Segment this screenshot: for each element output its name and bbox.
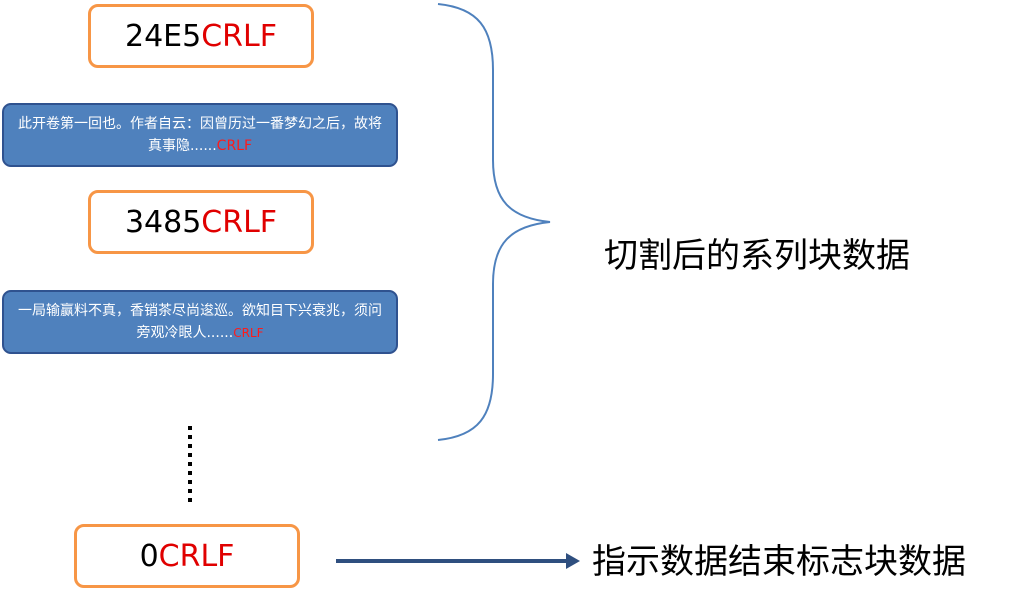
chunk-data-content: 一局输赢料不真，香销茶尽尚逡巡。欲知目下兴衰兆，须问旁观冷眼人...... [18, 303, 382, 341]
crlf-marker: CRLF [216, 138, 253, 154]
chunk-size-value: 3485 [124, 204, 202, 240]
chunk-series-label: 切割后的系列块数据 [604, 236, 910, 276]
end-marker-label: 指示数据结束标志块数据 [592, 542, 966, 582]
crlf-marker: CRLF [233, 326, 264, 340]
chunk-data-box-1: 此开卷第一回也。作者自云：因曾历过一番梦幻之后，故将真事隐......CRLF [2, 103, 398, 167]
crlf-marker: CRLF [201, 18, 277, 54]
chunk-data-text: 一局输赢料不真，香销茶尽尚逡巡。欲知目下兴衰兆，须问旁观冷眼人......CRL… [18, 300, 382, 344]
end-chunk-size-value: 0 [139, 538, 159, 574]
crlf-marker: CRLF [201, 204, 278, 240]
chunk-data-text: 此开卷第一回也。作者自云：因曾历过一番梦幻之后，故将真事隐......CRLF [18, 113, 382, 157]
chunk-data-content: 此开卷第一回也。作者自云：因曾历过一番梦幻之后，故将真事隐...... [18, 116, 382, 154]
chunk-size-value: 24E5 [125, 18, 202, 54]
ellipsis-dots [188, 426, 192, 502]
crlf-marker: CRLF [158, 538, 235, 574]
chunk-data-box-2: 一局输赢料不真，香销茶尽尚逡巡。欲知目下兴衰兆，须问旁观冷眼人......CRL… [2, 290, 398, 354]
curly-brace [437, 3, 551, 441]
arrow-icon [336, 553, 580, 569]
